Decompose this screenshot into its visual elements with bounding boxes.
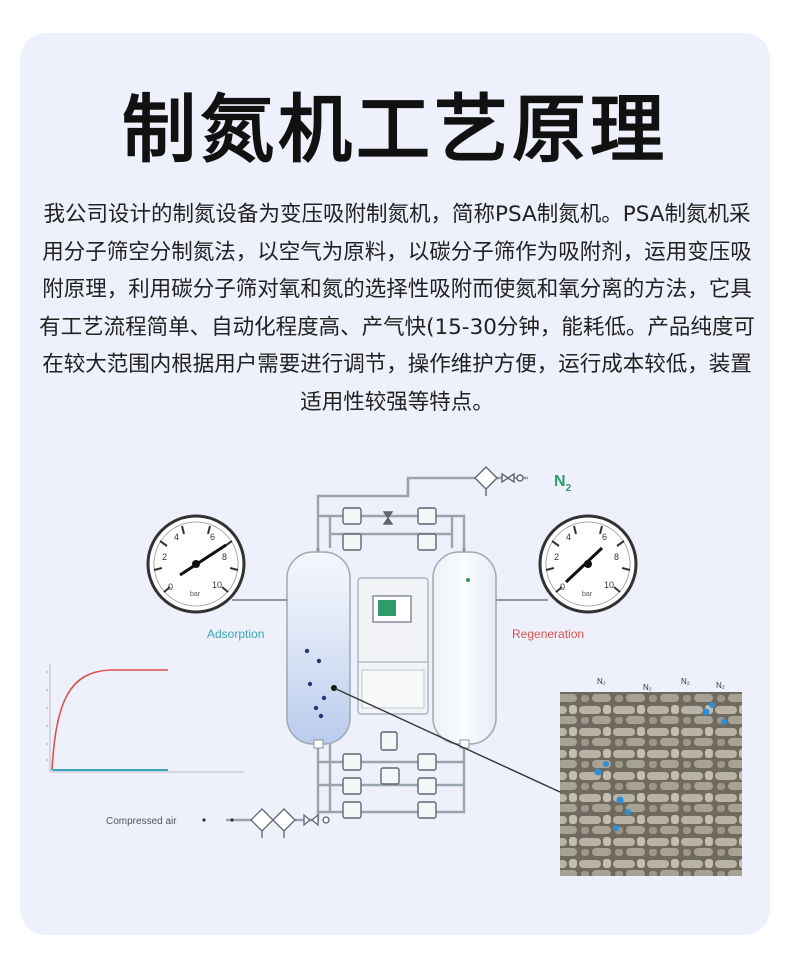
right-gauge-tick-4: 4 xyxy=(566,532,571,542)
adsorption-label: Adsorption xyxy=(207,627,264,641)
sieve-n2-label-2: N₂ xyxy=(643,683,652,692)
n2-label: N2 xyxy=(554,473,572,494)
inlet-filters xyxy=(250,808,330,838)
left-gauge-unit: bar xyxy=(190,591,201,598)
sieve-n2-label-4: N₂ xyxy=(716,681,725,690)
right-gauge-tick-6: 6 xyxy=(602,532,607,542)
sieve-n2-label-3: N₂ xyxy=(681,677,690,686)
sieve-n2-labels: N₂ N₂ N₂ N₂ xyxy=(597,677,725,692)
left-gauge-tick-2: 2 xyxy=(162,552,167,562)
description-paragraph: 我公司设计的制氮设备为变压吸附制氮机，简称PSA制氮机。PSA制氮机采用分子筛空… xyxy=(39,202,755,415)
zoom-pointer-line xyxy=(333,687,561,793)
n2-outlet-filter xyxy=(474,466,524,496)
control-cabinet xyxy=(357,577,429,715)
left-gauge-tick-8: 8 xyxy=(222,552,227,562)
right-gauge-tick-2: 2 xyxy=(554,552,559,562)
page-title: 制氮机工艺原理 xyxy=(122,87,668,173)
left-gauge-tick-4: 4 xyxy=(174,532,179,542)
top-valves xyxy=(342,507,437,551)
regeneration-vessel xyxy=(432,548,497,749)
molecular-sieve-inset xyxy=(560,692,742,876)
right-gauge-tick-10: 10 xyxy=(604,580,614,590)
right-gauge-tick-8: 8 xyxy=(614,552,619,562)
left-gauge-tick-10: 10 xyxy=(212,580,222,590)
sieve-n2-label-1: N₂ xyxy=(597,677,606,686)
left-gauge-tick-6: 6 xyxy=(210,532,215,542)
right-pressure-gauge: 0 2 4 6 8 10 bar xyxy=(496,514,638,614)
left-pressure-gauge: 0 2 4 6 8 10 bar xyxy=(146,514,287,614)
right-gauge-tick-0: 0 xyxy=(560,582,565,592)
adsorption-vessel xyxy=(286,548,351,749)
regeneration-label: Regeneration xyxy=(512,627,584,641)
bottom-valves xyxy=(342,731,437,819)
pressure-curve-inset xyxy=(46,664,244,773)
left-gauge-tick-0: 0 xyxy=(168,582,173,592)
right-gauge-unit: bar xyxy=(582,591,593,598)
psa-process-diagram: N2 xyxy=(46,466,742,876)
compressed-air-label: Compressed air xyxy=(106,816,177,827)
